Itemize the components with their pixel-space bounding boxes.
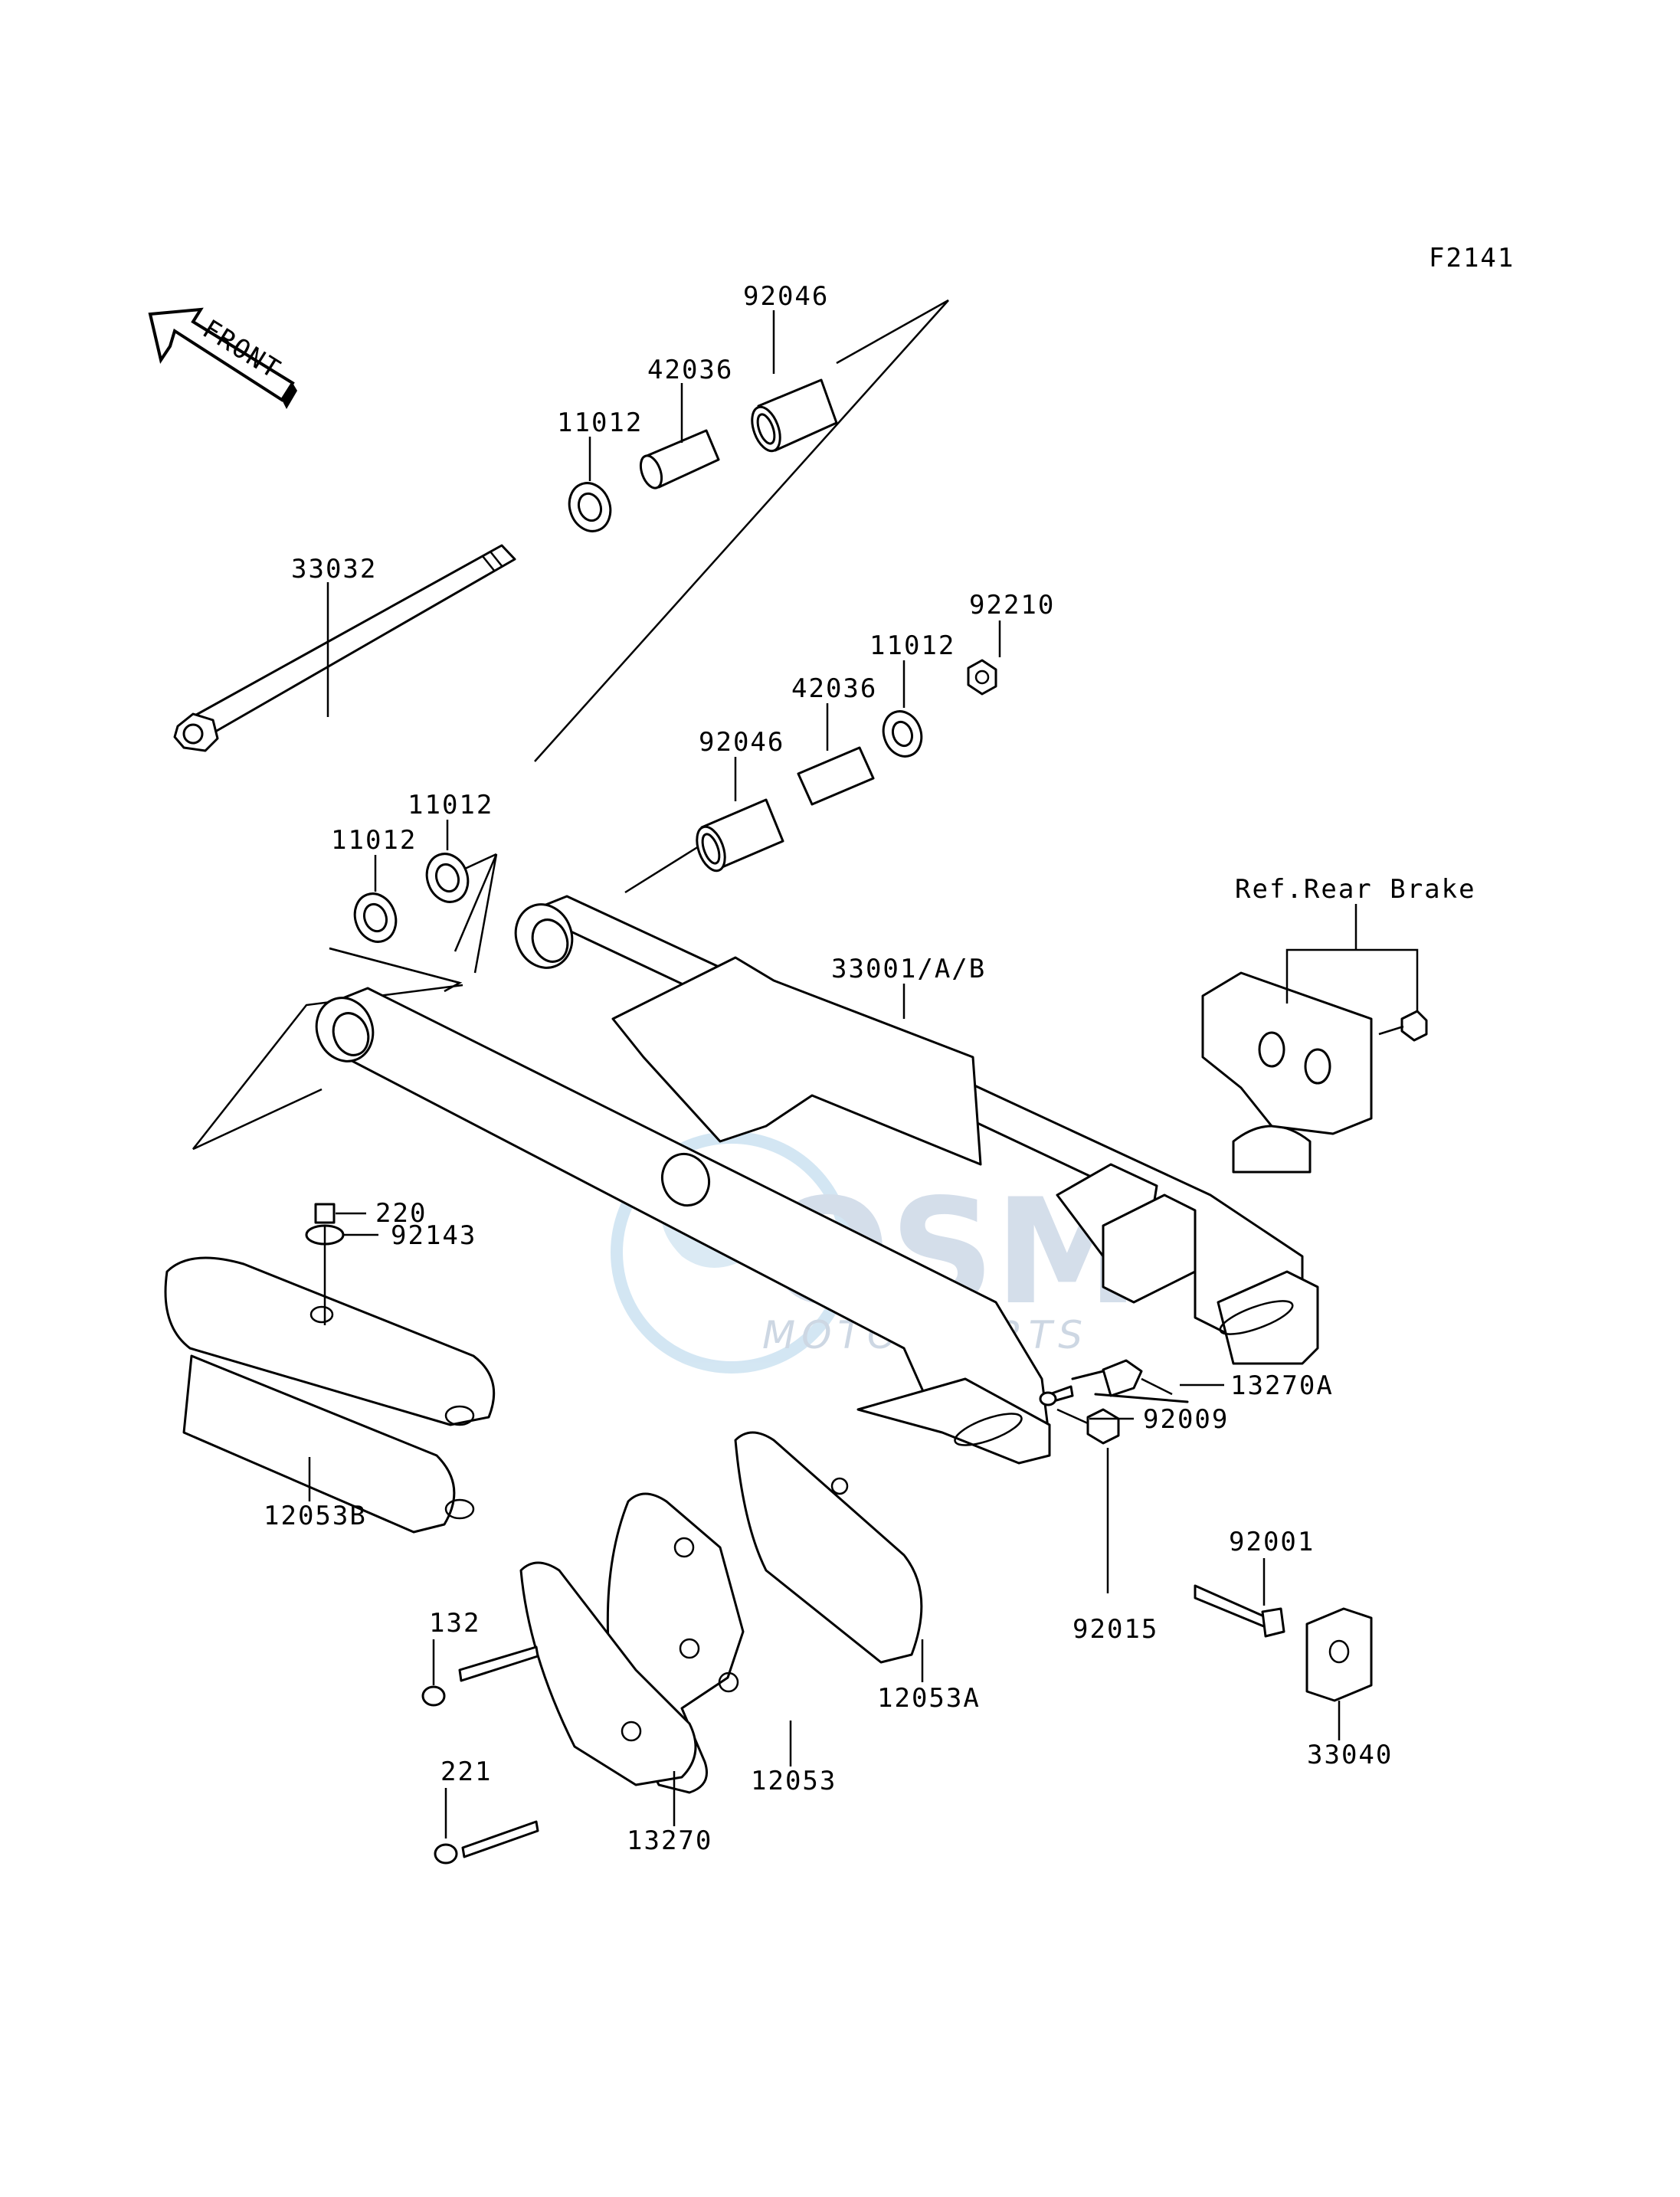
callout-33032: 33032: [291, 554, 377, 584]
callout-12053A: 12053A: [877, 1683, 981, 1714]
callout-221: 221: [440, 1757, 492, 1787]
callout-92046-top: 92046: [743, 281, 829, 312]
exploded-guide-lines: [192, 299, 949, 1151]
callout-220: 220: [375, 1198, 427, 1229]
leader-lines: [308, 310, 1419, 1838]
callout-42036-mid: 42036: [791, 673, 877, 704]
callout-92143: 92143: [391, 1220, 476, 1251]
callouts: 92046 42036 11012 33032 92210 11012 4203…: [264, 281, 1476, 1856]
figure-code: F2141: [1429, 243, 1515, 273]
callout-92210: 92210: [969, 590, 1055, 620]
chain-slider: [164, 1256, 496, 1534]
callout-92001: 92001: [1229, 1527, 1315, 1557]
callout-11012-right: 11012: [869, 630, 955, 661]
callout-33040: 33040: [1307, 1740, 1393, 1770]
callout-13270: 13270: [627, 1825, 712, 1856]
pivot-shaft: [173, 544, 516, 752]
callout-33001: 33001/A/B: [831, 954, 986, 984]
front-arrow-icon: FRONT: [148, 307, 297, 409]
callout-13270A: 13270A: [1230, 1370, 1334, 1401]
callout-92046-mid: 92046: [699, 727, 784, 758]
brake-bracket-ref: [1201, 971, 1428, 1135]
callout-12053: 12053: [751, 1766, 837, 1796]
callout-11012-left-a: 11012: [408, 790, 493, 820]
callout-42036-top: 42036: [647, 355, 733, 385]
callout-11012-top: 11012: [557, 408, 643, 438]
callout-132: 132: [429, 1608, 480, 1639]
callout-92009: 92009: [1143, 1404, 1229, 1435]
upper-bushings: [568, 378, 838, 532]
chain-guides: [519, 1431, 923, 1794]
nut-33040: [1305, 1607, 1373, 1702]
ref-rear-brake-note: Ref.Rear Brake: [1235, 874, 1476, 905]
callout-12053B: 12053B: [264, 1501, 367, 1531]
lower-bushings: [353, 659, 997, 943]
callout-92015: 92015: [1073, 1614, 1158, 1645]
nut-92015: [1086, 1408, 1120, 1445]
callout-11012-left-b: 11012: [331, 825, 417, 856]
